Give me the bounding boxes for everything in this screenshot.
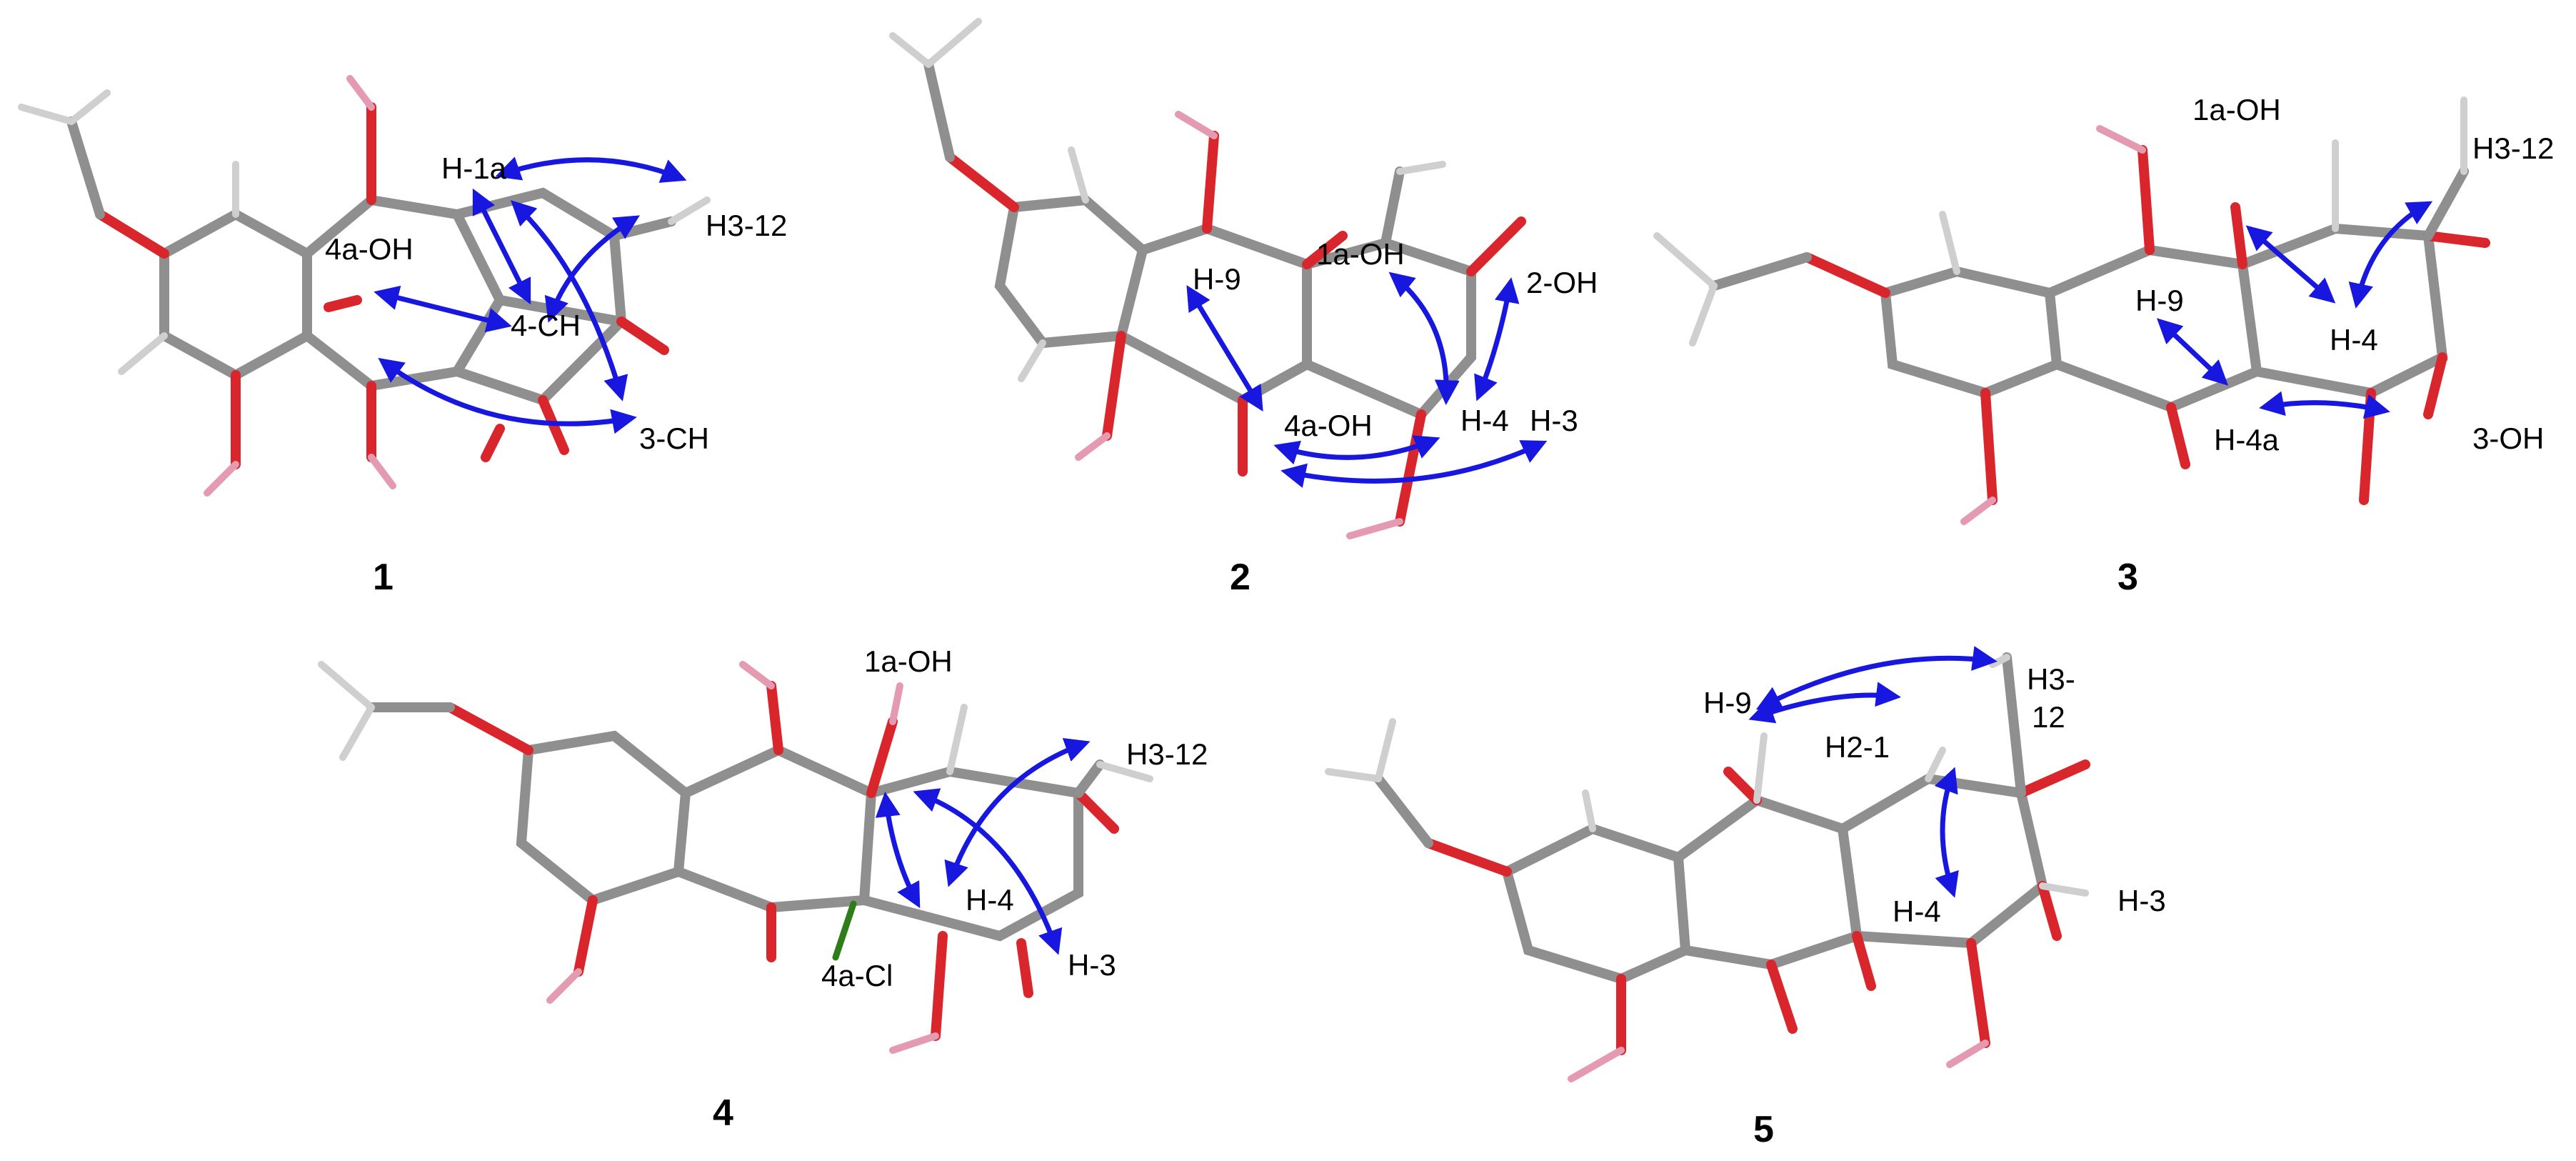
label-4-ch: 4-CH [511, 309, 581, 342]
label-h2-1: H2-1 [1825, 730, 1890, 764]
label-h3-12: H3-12 [2472, 131, 2554, 165]
compound-2-noe-arrows [1186, 271, 1548, 488]
compound-number-2: 2 [1230, 557, 1251, 598]
label-h-4a: H-4a [2214, 423, 2280, 457]
label-3-oh: 3-OH [2472, 422, 2544, 455]
compound-4-skeleton [318, 661, 1153, 1054]
compound-1-noe-arrows [374, 156, 687, 434]
compound-number-3: 3 [2118, 557, 2138, 598]
label-2-oh: 2-OH [1526, 266, 1598, 299]
compound-2: H-9 1a-OH 2-OH 4a-OH H-4 H-3 2 [889, 18, 1598, 598]
label-h-1a: H-1a [441, 151, 507, 185]
compound-3-skeleton [1653, 96, 2490, 525]
label-h-4: H-4 [1893, 895, 1941, 928]
label-1a-oh: 1a-OH [2192, 93, 2281, 126]
label-h-9: H-9 [2135, 284, 2184, 317]
compound-number-1: 1 [373, 557, 394, 598]
label-h3-12: H3-12 [1126, 737, 1208, 771]
compound-4-noe-arrows [875, 737, 1091, 955]
label-4a-cl: 4a-Cl [821, 959, 893, 992]
label-h3: H3- [2027, 662, 2075, 696]
compound-1: H-1a H3-12 4a-OH 4-CH 3-CH 1 [18, 75, 787, 598]
compound-4: 1a-OH H3-12 H-4 H-3 4a-Cl 4 [318, 644, 1208, 1134]
label-12: 12 [2032, 700, 2065, 734]
compound-5-noe-arrows [1748, 646, 1998, 898]
label-h-9: H-9 [1193, 262, 1241, 296]
label-h-4: H-4 [2330, 323, 2378, 357]
label-h-3: H-3 [2118, 884, 2166, 917]
label-h3-12: H3-12 [706, 209, 787, 242]
label-1a-oh: 1a-OH [864, 644, 953, 678]
label-3-ch: 3-CH [639, 422, 709, 455]
label-h-9: H-9 [1703, 686, 1752, 719]
compound-number-5: 5 [1753, 1109, 1774, 1150]
label-h-3: H-3 [1068, 948, 1116, 982]
compound-5-skeleton [1325, 652, 2090, 1082]
compound-3: 1a-OH H3-12 H-9 H-4 H-4a 3-OH 3 [1653, 93, 2554, 598]
compound-1-skeleton [18, 75, 711, 497]
compound-3-noe-arrows [2156, 201, 2433, 419]
compound-number-4: 4 [713, 1092, 733, 1134]
label-4a-oh: 4a-OH [1284, 409, 1373, 442]
label-h-3: H-3 [1530, 404, 1578, 437]
label-h-4: H-4 [1460, 404, 1509, 437]
label-4a-oh: 4a-OH [325, 232, 414, 266]
label-h-4: H-4 [966, 883, 1014, 917]
compound-5: H-9 H3- 12 H2-1 H-4 H-3 5 [1325, 646, 2166, 1150]
label-1a-oh: 1a-OH [1316, 237, 1405, 271]
